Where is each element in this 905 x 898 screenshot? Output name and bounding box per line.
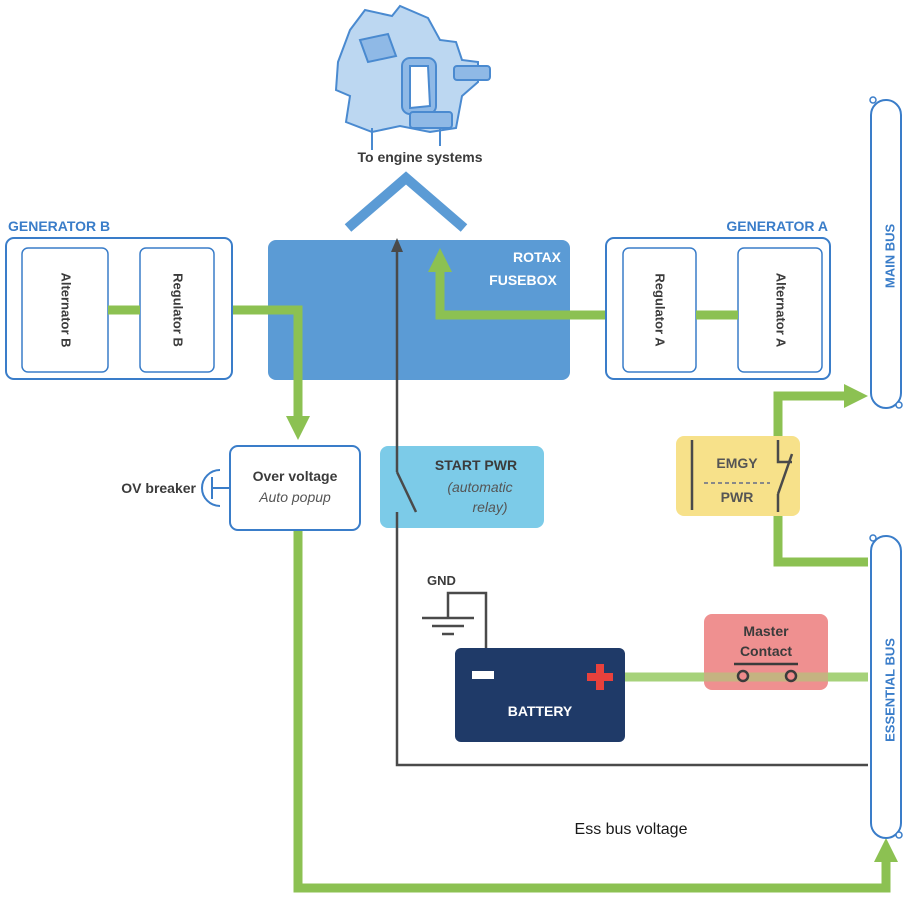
- alternator-a-box: [737, 247, 823, 373]
- engine-icon: [334, 4, 491, 150]
- battery-minus-icon: [472, 671, 494, 679]
- master-contact-switch-icon: [734, 662, 798, 683]
- main-bus-label: MAIN BUS: [882, 224, 897, 289]
- wire-regulator-b-ov: [214, 305, 303, 418]
- wire-ov-to-ess-bus: [293, 530, 891, 893]
- rotax-fusebox: [268, 240, 570, 380]
- arrow-to-fusebox-dark: [391, 238, 403, 252]
- master-contact-line1: Master: [743, 623, 789, 639]
- essential-bus: [869, 534, 903, 839]
- start-pwr-title: START PWR: [435, 457, 517, 473]
- fusebox-label-line1: ROTAX: [513, 249, 562, 265]
- regulator-a-box: [622, 247, 697, 373]
- wire-start-to-ess-bus: [395, 522, 868, 767]
- regulator-b-label: Regulator B: [171, 273, 186, 347]
- start-pwr-switch-blade: [395, 471, 418, 513]
- wire-emgy-to-main-bus: [773, 391, 846, 440]
- generator-b-title: GENERATOR B: [8, 218, 110, 234]
- essential-bus-label: ESSENTIAL BUS: [882, 638, 897, 742]
- arrow-to-main-bus: [844, 384, 868, 408]
- start-pwr-box: [380, 446, 544, 528]
- wire-emgy-to-ess-bus: [773, 512, 868, 567]
- emgy-pwr-switch-icon: [690, 440, 794, 512]
- alternator-a-label: Alternator A: [774, 273, 789, 348]
- wire-regulator-a-fusebox: [435, 268, 623, 320]
- fusebox-label-line2: FUSEBOX: [489, 272, 557, 288]
- arrow-to-ov: [286, 416, 310, 440]
- gnd-label: GND: [427, 573, 456, 588]
- engine-label: To engine systems: [357, 149, 482, 165]
- master-contact-box: [704, 614, 828, 690]
- regulator-a-label: Regulator A: [653, 273, 668, 347]
- emgy-pwr-box: [676, 436, 800, 516]
- over-voltage-title: Over voltage: [253, 468, 338, 484]
- ov-breaker-icon: [201, 469, 230, 507]
- arrow-to-ess-bus: [874, 838, 898, 862]
- battery-label: BATTERY: [508, 703, 573, 719]
- start-pwr-sub2: relay): [472, 499, 507, 515]
- ov-breaker-label: OV breaker: [121, 480, 196, 496]
- over-voltage-box: [229, 445, 361, 531]
- engine-chevron: [344, 171, 468, 232]
- emgy-pwr-line2: PWR: [721, 489, 754, 505]
- ess-bus-voltage-label: Ess bus voltage: [575, 821, 688, 838]
- arrow-to-fusebox: [428, 248, 452, 272]
- wire-battery-to-gnd: [446, 591, 488, 650]
- generator-a-title: GENERATOR A: [726, 218, 828, 234]
- main-bus: [869, 96, 903, 409]
- battery-plus-icon: [587, 664, 613, 690]
- start-pwr-sub1: (automatic: [447, 479, 512, 495]
- master-contact-line2: Contact: [740, 643, 792, 659]
- battery-box: [455, 648, 625, 742]
- emgy-pwr-line1: EMGY: [716, 455, 758, 471]
- over-voltage-subtitle: Auto popup: [258, 489, 331, 505]
- alternator-b-label: Alternator B: [59, 272, 74, 347]
